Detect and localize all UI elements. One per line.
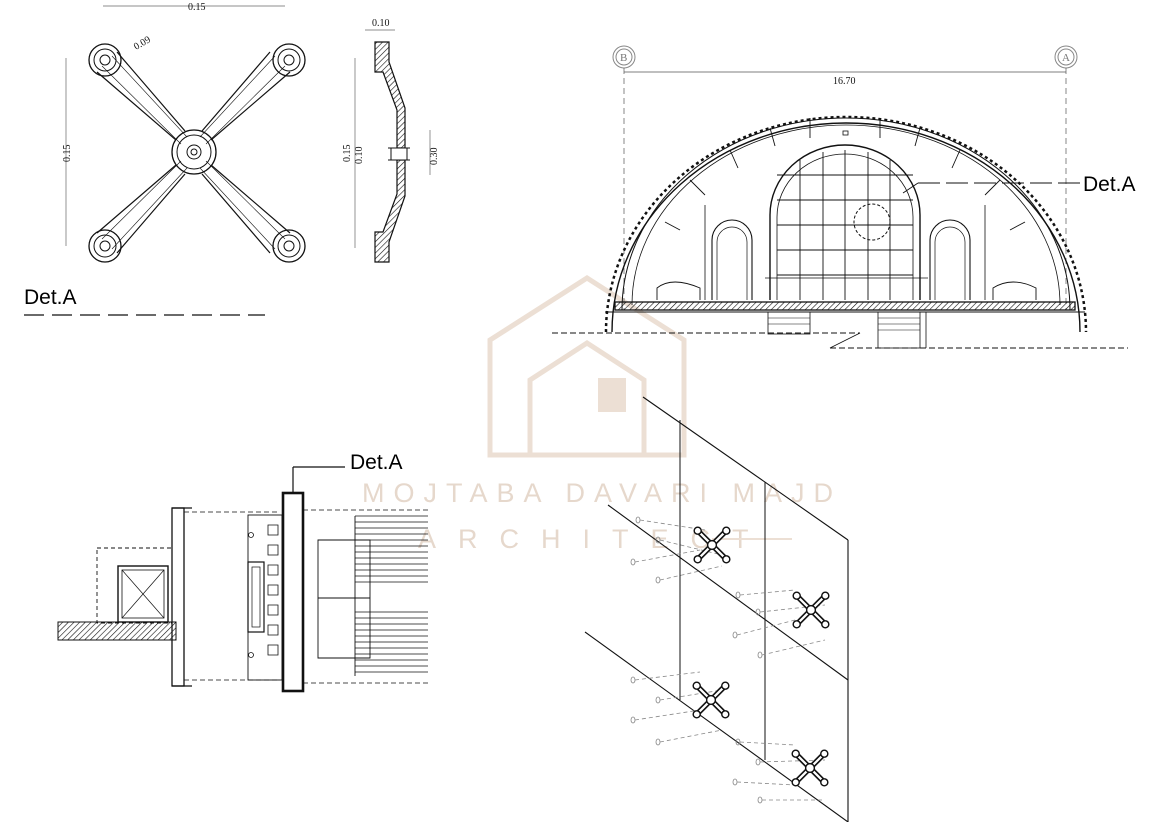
floor-plan-callout: Det.A [350,451,403,474]
anchor-bolts [634,519,826,801]
glass-facade-axonometric [584,396,849,822]
elevation-callout: Det.A [1083,173,1136,196]
dome-elevation: B A 16.70 [552,45,1136,349]
section-top-dim: 0.10 [372,18,390,29]
axis-bubble-a: A [1054,45,1078,69]
watermark-sub: ARCHITECT [418,524,771,554]
plan-detail-title: Det.A [24,286,77,309]
plan-radius-dim: 0.09 [132,34,153,52]
plan-width-dim: 0.15 [188,2,206,13]
svg-text:B: B [620,52,627,64]
spider-fitting-plan-detail: 0.15 0.15 0.09 [24,2,306,316]
section-left-dim-a: 0.15 [342,145,353,163]
section-right-dim: 0.30 [429,148,440,166]
spider-fitting-3 [693,682,729,718]
seating-rows [355,515,428,673]
window-grid [777,150,913,300]
floor-plan: Det.A [57,451,430,693]
section-profile [374,41,406,149]
elevation-span-dim: 16.70 [833,76,856,87]
svg-text:A: A [1062,52,1070,64]
planter-row [248,524,279,658]
spider-fitting-4 [792,750,828,786]
section-left-dim-b: 0.10 [354,147,365,165]
bolt-ends [88,43,306,263]
det-a-frame [281,491,305,693]
spider-fitting-section-detail: 0.10 0.15 0.10 0.30 [342,18,440,263]
watermark-name: MOJTABA DAVARI MAJD [362,478,842,508]
watermark: MOJTABA DAVARI MAJD ARCHITECT [362,275,842,554]
axis-bubble-b: B [612,45,636,69]
spider-fitting-2 [793,592,829,628]
plan-height-dim: 0.15 [62,145,73,163]
